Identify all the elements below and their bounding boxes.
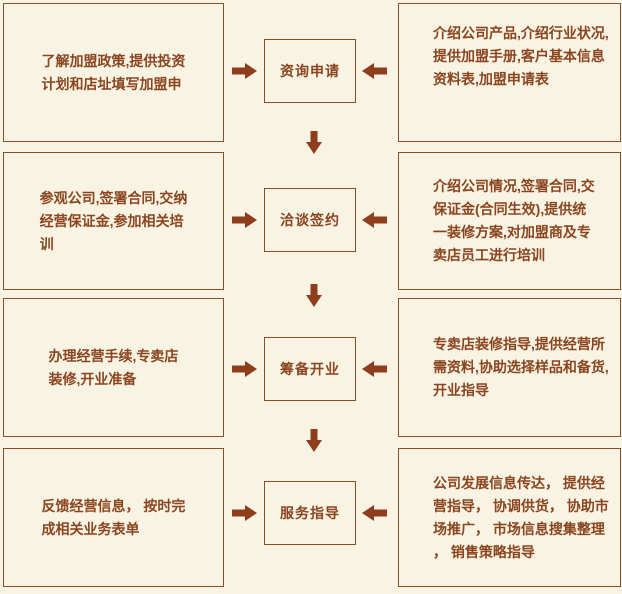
left-note-box-1: 了解加盟政策,提供投资 计划和店址填写加盟申 <box>3 3 224 142</box>
arrow-left-icon <box>362 63 387 79</box>
right-note-box-2: 介绍公司情况,签署合同,交 保证金(合同生效),提供统 一装修方案,对加盟商及专… <box>398 152 621 290</box>
left-note-box-3: 办理经营手续,专卖店 装修,开业准备 <box>3 298 224 437</box>
right-note-text-3: 专卖店装修指导,提供经营所 需资料,协助选择样品和备货, 开业指导 <box>433 336 609 398</box>
right-note-text-1: 介绍公司产品,介绍行业状况, 提供加盟手册,客户基本信息 资料表,加盟申请表 <box>433 25 609 87</box>
arrow-down-icon <box>306 131 322 154</box>
process-step-label-4: 服务指导 <box>280 504 340 521</box>
right-note-text-2: 介绍公司情况,签署合同,交 保证金(合同生效),提供统 一装修方案,对加盟商及专… <box>433 178 595 263</box>
process-step-box-1: 资询申请 <box>264 39 356 103</box>
arrow-right-icon <box>232 63 257 79</box>
process-step-box-4: 服务指导 <box>264 481 356 545</box>
right-note-text-4: 公司发展信息传达， 提供经 营指导， 协调供货， 协助市 场推广， 市场信息搜集… <box>433 474 609 560</box>
arrow-down-icon <box>306 284 322 307</box>
arrow-right-icon <box>232 361 257 377</box>
process-step-label-2: 洽谈签约 <box>280 211 340 228</box>
arrow-down-icon <box>306 429 322 452</box>
left-note-text-2: 参观公司,签署合同,交纳 经营保证金,参加相关培 训 <box>39 189 188 252</box>
arrow-left-icon <box>362 361 387 377</box>
arrow-right-icon <box>232 212 257 228</box>
process-step-box-3: 筹备开业 <box>264 337 356 401</box>
right-note-box-4: 公司发展信息传达， 提供经 营指导， 协调供货， 协助市 场推广， 市场信息搜集… <box>398 448 621 587</box>
process-step-label-3: 筹备开业 <box>280 360 340 377</box>
arrow-left-icon <box>362 505 387 521</box>
right-note-box-3: 专卖店装修指导,提供经营所 需资料,协助选择样品和备货, 开业指导 <box>398 298 621 437</box>
left-note-box-4: 反馈经营信息， 按时完 成相关业务表单 <box>3 448 224 587</box>
process-step-label-1: 资询申请 <box>280 62 340 79</box>
process-step-box-2: 洽谈签约 <box>264 188 356 252</box>
left-note-text-1: 了解加盟政策,提供投资 计划和店址填写加盟申 <box>41 52 186 92</box>
arrow-right-icon <box>232 505 257 521</box>
left-note-text-4: 反馈经营信息， 按时完 成相关业务表单 <box>41 497 186 537</box>
right-note-box-1: 介绍公司产品,介绍行业状况, 提供加盟手册,客户基本信息 资料表,加盟申请表 <box>398 3 621 142</box>
left-note-box-2: 参观公司,签署合同,交纳 经营保证金,参加相关培 训 <box>3 152 224 290</box>
arrow-left-icon <box>362 212 387 228</box>
left-note-text-3: 办理经营手续,专卖店 装修,开业准备 <box>48 347 179 387</box>
